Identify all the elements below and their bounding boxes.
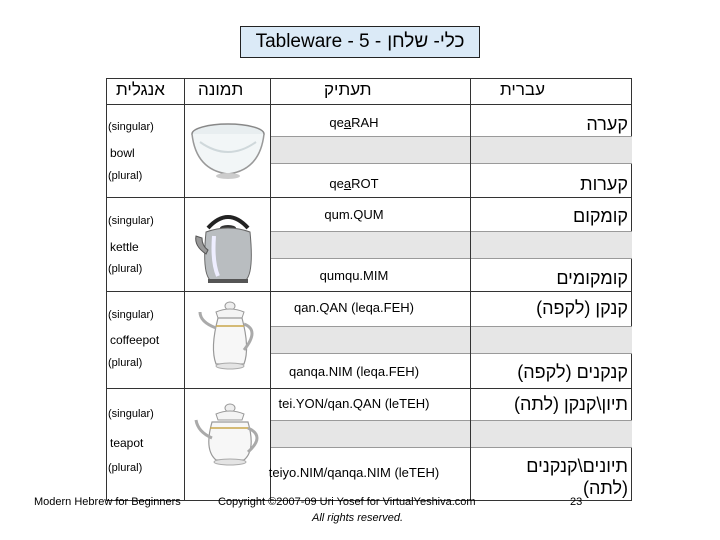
header-hebrew: עברית bbox=[500, 80, 545, 99]
transliteration-plural: qeaROT bbox=[329, 176, 379, 191]
row-divider bbox=[106, 388, 632, 389]
plural-label: (plural) bbox=[108, 462, 143, 474]
transliteration-singular: tei.YON/qan.QAN (leTEH) bbox=[278, 396, 430, 411]
col-divider bbox=[470, 78, 471, 501]
english-word: kettle bbox=[110, 240, 139, 254]
header-picture: תמונה bbox=[198, 80, 244, 99]
transliteration-singular: qum.QUM bbox=[324, 207, 384, 222]
bowl-image bbox=[191, 123, 265, 179]
band-coffeepot bbox=[270, 326, 632, 354]
row-divider bbox=[106, 104, 632, 105]
hebrew-singular: קנקן (לקפה) bbox=[536, 298, 628, 318]
hebrew-plural-line2: (לתה) bbox=[582, 478, 628, 498]
plural-label: (plural) bbox=[108, 263, 143, 275]
hebrew-singular: קערה bbox=[586, 114, 628, 134]
plural-label: (plural) bbox=[108, 170, 143, 182]
footer-rights: All rights reserved. bbox=[312, 512, 404, 524]
title-hebrew: כלי- שלחן bbox=[387, 31, 465, 52]
kettle-image bbox=[195, 215, 252, 283]
title-english: Tableware - 5 - bbox=[255, 31, 382, 52]
col-divider bbox=[184, 78, 185, 501]
hebrew-plural: קנקנים (לקפה) bbox=[517, 362, 628, 382]
singular-label: (singular) bbox=[108, 121, 154, 133]
english-word: teapot bbox=[110, 436, 144, 450]
footer-left: Modern Hebrew for Beginners bbox=[34, 496, 181, 508]
title-box: Tableware - 5 - כלי- שלחן bbox=[240, 26, 480, 58]
transliteration-singular: qeaRAH bbox=[329, 115, 379, 130]
singular-label: (singular) bbox=[108, 408, 154, 420]
transliteration-singular: qan.QAN (leqa.FEH) bbox=[294, 300, 414, 315]
singular-label: (singular) bbox=[108, 215, 154, 227]
transliteration-plural: qumqu.MIM bbox=[319, 268, 389, 283]
band-bowl bbox=[270, 136, 632, 164]
hebrew-plural: קומקומים bbox=[556, 268, 628, 288]
transliteration-plural: qanqa.NIM (leqa.FEH) bbox=[288, 364, 420, 379]
header-transliteration: תעתיק bbox=[324, 80, 372, 99]
hebrew-plural: קערות bbox=[580, 174, 628, 194]
band-kettle bbox=[270, 231, 632, 259]
page-number: 23 bbox=[570, 496, 583, 508]
plural-label: (plural) bbox=[108, 357, 143, 369]
english-word: bowl bbox=[110, 146, 135, 160]
footer-copyright: Copyright ©2007-09 Uri Yosef for Virtual… bbox=[218, 496, 476, 508]
transliteration-plural: teiyo.NIM/qanqa.NIM (leTEH) bbox=[268, 465, 440, 480]
teapot-image bbox=[194, 403, 259, 466]
row-divider bbox=[106, 291, 632, 292]
band-teapot bbox=[270, 420, 632, 448]
hebrew-singular: תיון\קנקן (לתה) bbox=[513, 394, 628, 414]
col-divider bbox=[270, 78, 271, 501]
header-english: אנגלית bbox=[116, 80, 165, 99]
english-word: coffeepot bbox=[110, 333, 160, 347]
hebrew-singular: קומקום bbox=[573, 206, 628, 226]
singular-label: (singular) bbox=[108, 309, 154, 321]
hebrew-plural-line1: תיונים\קנקנים bbox=[526, 456, 628, 476]
row-divider bbox=[106, 197, 632, 198]
coffeepot-image bbox=[198, 301, 254, 370]
vocab-table bbox=[106, 78, 632, 501]
